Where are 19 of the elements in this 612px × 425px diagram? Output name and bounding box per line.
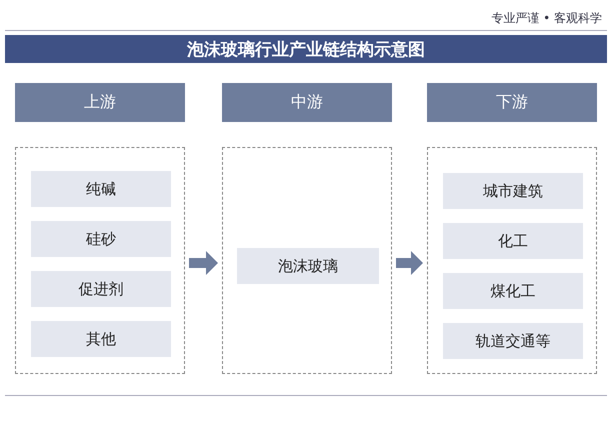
stage-header: 下游 — [427, 83, 597, 122]
title-bar: 泡沫玻璃行业产业链结构示意图 — [5, 35, 607, 63]
dashed-group-box — [15, 147, 185, 374]
item-box: 城市建筑 — [443, 173, 583, 209]
item-box: 纯碱 — [31, 171, 171, 207]
item-box: 泡沫玻璃 — [237, 248, 379, 284]
stage-header: 上游 — [15, 83, 185, 122]
item-box: 轨道交通等 — [443, 323, 583, 359]
dashed-group-box — [222, 147, 392, 374]
item-box: 煤化工 — [443, 273, 583, 309]
item-box: 其他 — [31, 321, 171, 357]
arrow — [396, 251, 423, 275]
arrow — [189, 251, 218, 275]
item-box: 促进剂 — [31, 271, 171, 307]
dashed-group-box — [427, 147, 597, 374]
item-box: 化工 — [443, 223, 583, 259]
item-box: 硅砂 — [31, 221, 171, 257]
slogan: 专业严谨 • 客观科学 — [491, 10, 602, 27]
stage-header: 中游 — [222, 83, 392, 122]
